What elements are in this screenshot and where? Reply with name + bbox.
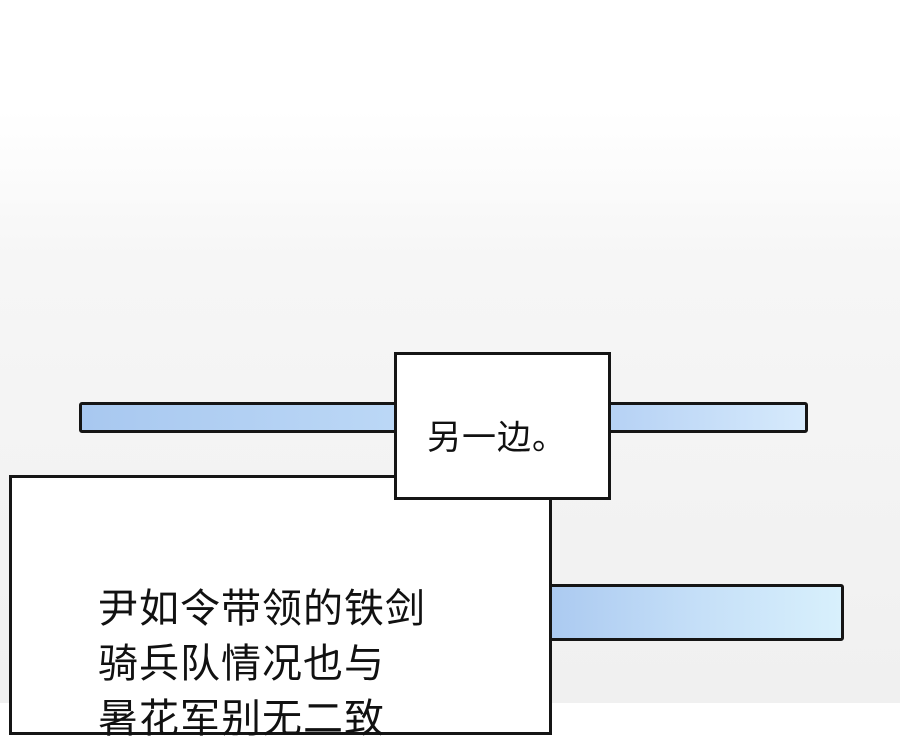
narration-line: 尹如令带领的铁剑 <box>98 586 426 632</box>
narration-caption: 另一边。 <box>427 418 567 458</box>
narration-line: 骑兵队情况也与 <box>98 641 385 687</box>
blue-panel-bar-left <box>79 402 409 433</box>
narration-box-main: 尹如令带领的铁剑 骑兵队情况也与 暑花军别无二致 <box>9 475 552 742</box>
narration-line: 暑花军别无二致 <box>98 696 385 742</box>
blue-panel-bar-lower <box>535 584 844 641</box>
narration-text: 尹如令带领的铁剑 骑兵队情况也与 暑花军别无二致 <box>98 582 426 747</box>
narration-box-small: 另一边。 <box>394 352 611 500</box>
blue-panel-bar-right <box>596 402 808 433</box>
